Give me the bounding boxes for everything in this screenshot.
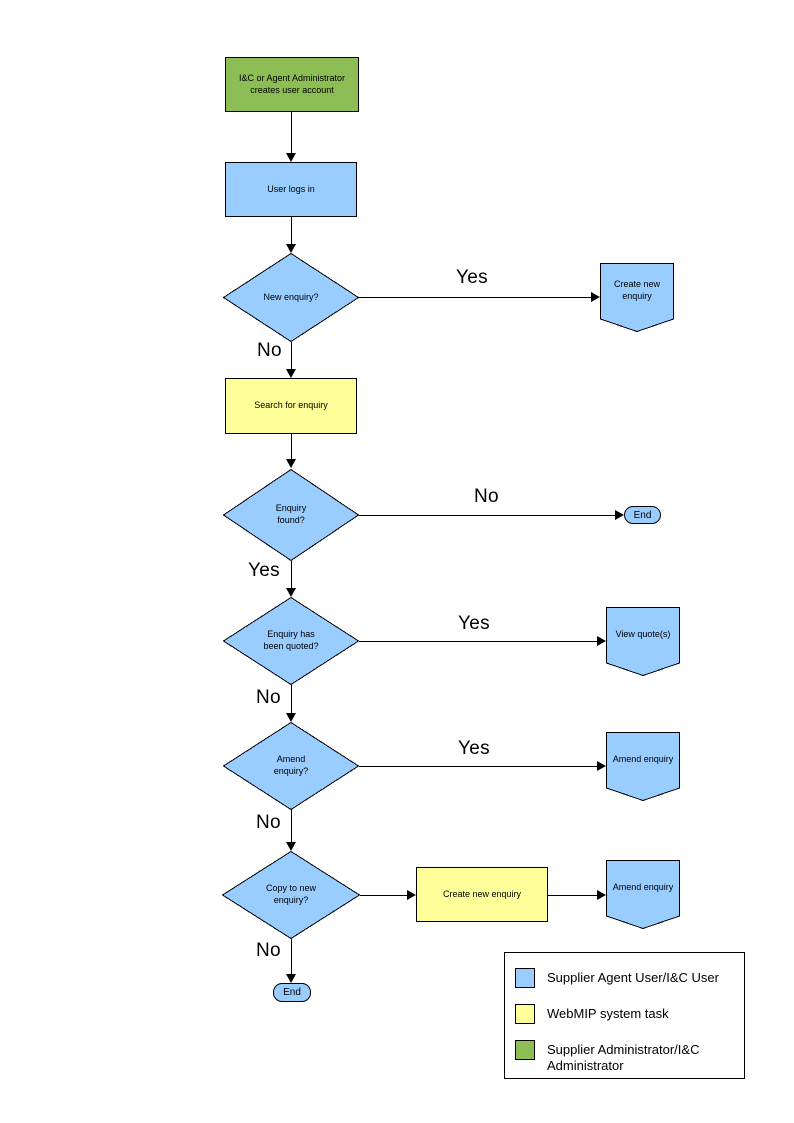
arrowhead-right-icon <box>597 636 606 646</box>
edge-label-no: No <box>474 486 499 507</box>
edge-label-no: No <box>257 340 282 361</box>
node-label: Amend enquiry <box>612 882 674 893</box>
connector-quoted-no <box>291 685 292 714</box>
legend-label: WebMIP system task <box>547 1006 669 1021</box>
node-label: View quote(s) <box>615 629 671 640</box>
diamond-shape <box>223 469 359 561</box>
legend: Supplier Agent User/I&C User WebMIP syst… <box>504 952 745 1079</box>
pentagon-shape <box>606 732 680 801</box>
terminator-label: End <box>633 509 652 521</box>
diamond-shape <box>223 253 359 342</box>
node-amend-enquiry-result-1: Amend enquiry <box>606 732 680 801</box>
connector-login-to-newenquiry <box>291 217 292 245</box>
pentagon-shape <box>600 263 674 332</box>
arrowhead-right-icon <box>615 510 624 520</box>
decision-new-enquiry: New enquiry? <box>223 253 359 342</box>
node-user-logs-in: User logs in <box>225 162 357 217</box>
arrowhead-down-icon <box>286 153 296 162</box>
arrowhead-down-icon <box>286 369 296 378</box>
connector-amend-no <box>291 809 292 843</box>
decision-enquiry-found: Enquiry found? <box>223 469 359 561</box>
decision-amend-enquiry: Amend enquiry? <box>223 722 359 810</box>
node-create-new-enquiry-task: Create new enquiry <box>416 867 548 922</box>
diamond-shape <box>223 722 359 810</box>
arrowhead-right-icon <box>407 890 416 900</box>
arrowhead-down-icon <box>286 713 296 722</box>
decision-label: Amend enquiry? <box>273 754 309 776</box>
terminator-label: End <box>283 987 301 998</box>
connector-copy-no-to-end <box>291 939 292 975</box>
edge-label-yes: Yes <box>456 267 488 288</box>
blue-swatch <box>515 968 535 988</box>
edge-label-no: No <box>256 940 281 961</box>
arrowhead-down-icon <box>286 842 296 851</box>
connector-admin-to-login <box>291 112 292 154</box>
node-view-quotes: View quote(s) <box>606 607 680 676</box>
decision-label: Copy to new enquiry? <box>265 883 317 905</box>
diamond-shape <box>222 851 360 939</box>
decision-label: Enquiry found? <box>275 503 307 525</box>
edge-label-yes: Yes <box>458 738 490 759</box>
legend-item: WebMIP system task <box>515 1004 735 1024</box>
yellow-swatch <box>515 1004 535 1024</box>
green-swatch <box>515 1040 535 1060</box>
connector-copy-to-create <box>360 895 408 896</box>
connector-quoted-yes <box>359 641 598 642</box>
diamond-shape <box>223 597 359 685</box>
node-create-new-enquiry-result: Create new enquiry <box>600 263 674 332</box>
node-amend-enquiry-result-2: Amend enquiry <box>606 860 680 929</box>
pentagon-shape <box>606 860 680 929</box>
legend-label: Supplier Administrator/I&C Administrator <box>547 1042 700 1074</box>
pentagon-shape <box>606 607 680 676</box>
node-label: User logs in <box>267 183 315 194</box>
arrowhead-right-icon <box>597 890 606 900</box>
arrowhead-right-icon <box>591 292 600 302</box>
node-label: Search for enquiry <box>254 400 328 411</box>
node-label: I&C or Agent Administrator creates user … <box>238 72 346 95</box>
connector-newenquiry-no <box>291 342 292 370</box>
decision-enquiry-quoted: Enquiry has been quoted? <box>223 597 359 685</box>
node-label: Amend enquiry <box>612 754 674 765</box>
edge-label-no: No <box>256 812 281 833</box>
arrowhead-down-icon <box>286 588 296 597</box>
connector-create-to-amend <box>548 895 598 896</box>
terminator-end-2: End <box>273 983 311 1002</box>
edge-label-yes: Yes <box>248 560 280 581</box>
edge-label-yes: Yes <box>458 613 490 634</box>
node-label: Create new enquiry <box>442 888 522 899</box>
legend-label: Supplier Agent User/I&C User <box>547 970 719 985</box>
node-label: Create new enquiry <box>613 279 661 301</box>
connector-found-no <box>359 515 616 516</box>
decision-copy-to-new-enquiry: Copy to new enquiry? <box>222 851 360 939</box>
arrowhead-down-icon <box>286 974 296 983</box>
node-search-for-enquiry: Search for enquiry <box>225 378 357 434</box>
node-admin-creates-account: I&C or Agent Administrator creates user … <box>225 57 359 112</box>
decision-label: New enquiry? <box>263 291 319 302</box>
arrowhead-down-icon <box>286 244 296 253</box>
connector-search-to-found <box>291 434 292 460</box>
connector-found-yes <box>291 561 292 589</box>
connector-newenquiry-yes <box>359 297 592 298</box>
edge-label-no: No <box>256 687 281 708</box>
legend-item: Supplier Agent User/I&C User <box>515 968 735 988</box>
arrowhead-down-icon <box>286 459 296 468</box>
arrowhead-right-icon <box>597 761 606 771</box>
connector-amend-yes <box>359 766 598 767</box>
decision-label: Enquiry has been quoted? <box>263 629 319 651</box>
legend-item: Supplier Administrator/I&C Administrator <box>515 1040 722 1075</box>
terminator-end-1: End <box>624 506 661 524</box>
